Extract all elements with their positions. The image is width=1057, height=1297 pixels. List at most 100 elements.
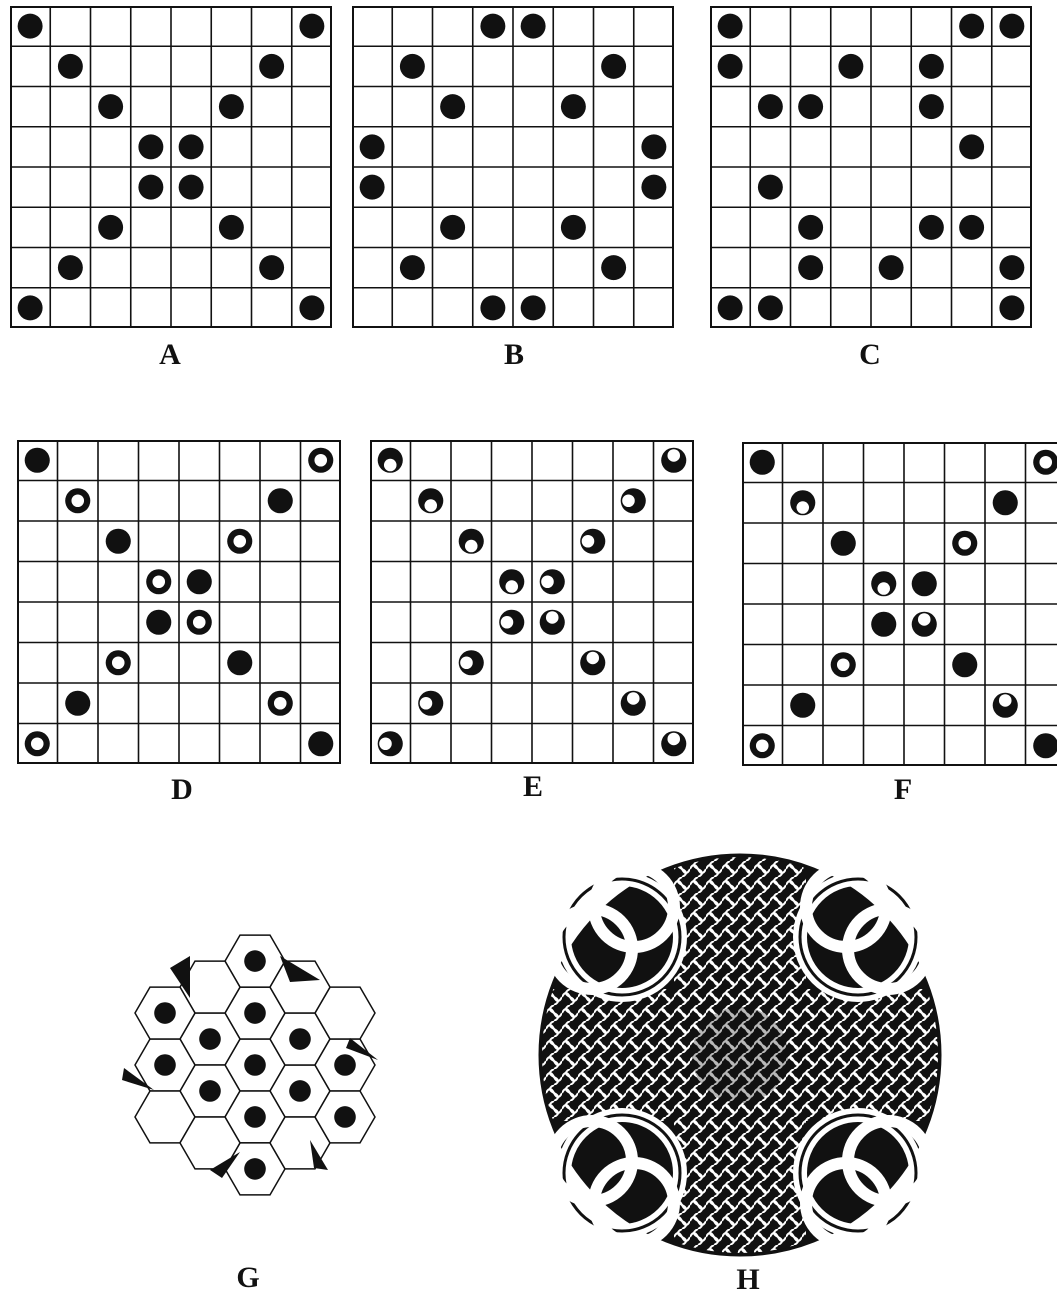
piece-e-4-4 bbox=[540, 610, 565, 635]
panel-a bbox=[10, 6, 332, 328]
piece-a-1-6 bbox=[259, 54, 284, 79]
label-f: F bbox=[873, 775, 933, 805]
piece-c-6-7 bbox=[999, 255, 1024, 280]
piece-e-2-2 bbox=[459, 529, 484, 554]
piece-e-0-7 bbox=[661, 448, 686, 473]
piece-a-2-5 bbox=[219, 94, 244, 119]
piece-c-5-2 bbox=[798, 215, 823, 240]
piece-a-4-3 bbox=[138, 175, 163, 200]
piece-d-2-2 bbox=[106, 529, 131, 554]
piece-e-6-1 bbox=[418, 691, 443, 716]
grid-e bbox=[370, 440, 694, 764]
piece-f-5-5 bbox=[952, 652, 977, 677]
piece-f-7-0 bbox=[750, 733, 775, 758]
piece-a-7-0 bbox=[18, 295, 43, 320]
piece-f-3-3 bbox=[871, 571, 896, 596]
piece-b-3-7 bbox=[641, 134, 666, 159]
piece-c-0-6 bbox=[959, 14, 984, 39]
grid-lines bbox=[352, 6, 674, 328]
piece-f-1-1 bbox=[790, 490, 815, 515]
piece-e-5-5 bbox=[580, 650, 605, 675]
piece-e-3-3 bbox=[499, 569, 524, 594]
panel-b bbox=[352, 6, 674, 328]
piece-b-5-2 bbox=[440, 215, 465, 240]
piece-f-6-6 bbox=[993, 693, 1018, 718]
piece-e-5-2 bbox=[459, 650, 484, 675]
piece-a-3-4 bbox=[179, 134, 204, 159]
piece-c-6-4 bbox=[879, 255, 904, 280]
panel-d bbox=[17, 440, 341, 764]
piece-c-7-0 bbox=[718, 295, 743, 320]
piece-f-1-6 bbox=[993, 490, 1018, 515]
piece-e-0-0 bbox=[378, 448, 403, 473]
piece-a-6-1 bbox=[58, 255, 83, 280]
grid-d bbox=[17, 440, 341, 764]
piece-e-4-3 bbox=[499, 610, 524, 635]
piece-c-0-0 bbox=[718, 14, 743, 39]
piece-b-3-0 bbox=[360, 134, 385, 159]
piece-c-4-1 bbox=[758, 175, 783, 200]
piece-a-5-2 bbox=[98, 215, 123, 240]
piece-e-6-6 bbox=[621, 691, 646, 716]
celtic-knot-disc bbox=[530, 845, 950, 1265]
piece-d-1-6 bbox=[268, 488, 293, 513]
piece-b-1-6 bbox=[601, 54, 626, 79]
panel-g bbox=[110, 920, 400, 1210]
label-e: E bbox=[503, 772, 563, 802]
piece-c-2-2 bbox=[798, 94, 823, 119]
piece-a-0-0 bbox=[18, 14, 43, 39]
piece-e-3-4 bbox=[540, 569, 565, 594]
piece-d-0-7 bbox=[308, 448, 333, 473]
piece-d-7-7 bbox=[308, 731, 333, 756]
grid-a bbox=[10, 6, 332, 328]
piece-d-3-3 bbox=[146, 569, 171, 594]
piece-d-5-2 bbox=[106, 650, 131, 675]
piece-d-3-4 bbox=[187, 569, 212, 594]
piece-b-6-1 bbox=[400, 255, 425, 280]
piece-d-5-5 bbox=[227, 650, 252, 675]
piece-f-7-7 bbox=[1033, 733, 1057, 758]
piece-c-1-3 bbox=[838, 54, 863, 79]
piece-f-2-2 bbox=[831, 531, 856, 556]
label-g: G bbox=[218, 1263, 278, 1293]
piece-f-4-4 bbox=[912, 612, 937, 637]
piece-c-6-2 bbox=[798, 255, 823, 280]
piece-a-1-1 bbox=[58, 54, 83, 79]
piece-c-0-7 bbox=[999, 14, 1024, 39]
grid-lines bbox=[710, 6, 1032, 328]
panel-c bbox=[710, 6, 1032, 328]
piece-b-4-0 bbox=[360, 175, 385, 200]
grid-lines bbox=[370, 440, 694, 764]
piece-d-2-5 bbox=[227, 529, 252, 554]
piece-d-4-4 bbox=[187, 610, 212, 635]
piece-d-6-6 bbox=[268, 691, 293, 716]
piece-c-1-5 bbox=[919, 54, 944, 79]
piece-f-5-2 bbox=[831, 652, 856, 677]
label-b: B bbox=[484, 340, 544, 370]
piece-a-7-7 bbox=[299, 295, 324, 320]
piece-b-4-7 bbox=[641, 175, 666, 200]
grid-lines bbox=[17, 440, 341, 764]
piece-e-1-1 bbox=[418, 488, 443, 513]
piece-e-7-7 bbox=[661, 731, 686, 756]
panel-h bbox=[530, 845, 950, 1265]
label-a: A bbox=[140, 340, 200, 370]
piece-b-2-5 bbox=[561, 94, 586, 119]
piece-f-2-5 bbox=[952, 531, 977, 556]
label-d: D bbox=[152, 775, 212, 805]
piece-b-7-4 bbox=[521, 295, 546, 320]
label-c: C bbox=[840, 340, 900, 370]
piece-b-0-4 bbox=[521, 14, 546, 39]
piece-e-2-5 bbox=[580, 529, 605, 554]
grid-lines bbox=[10, 6, 332, 328]
piece-f-0-7 bbox=[1033, 450, 1057, 475]
grid-c bbox=[710, 6, 1032, 328]
piece-c-2-5 bbox=[919, 94, 944, 119]
grid-lines bbox=[742, 442, 1057, 766]
piece-a-0-7 bbox=[299, 14, 324, 39]
piece-a-6-6 bbox=[259, 255, 284, 280]
piece-b-0-3 bbox=[480, 14, 505, 39]
grid-b bbox=[352, 6, 674, 328]
piece-a-2-2 bbox=[98, 94, 123, 119]
grid-f bbox=[742, 442, 1057, 766]
